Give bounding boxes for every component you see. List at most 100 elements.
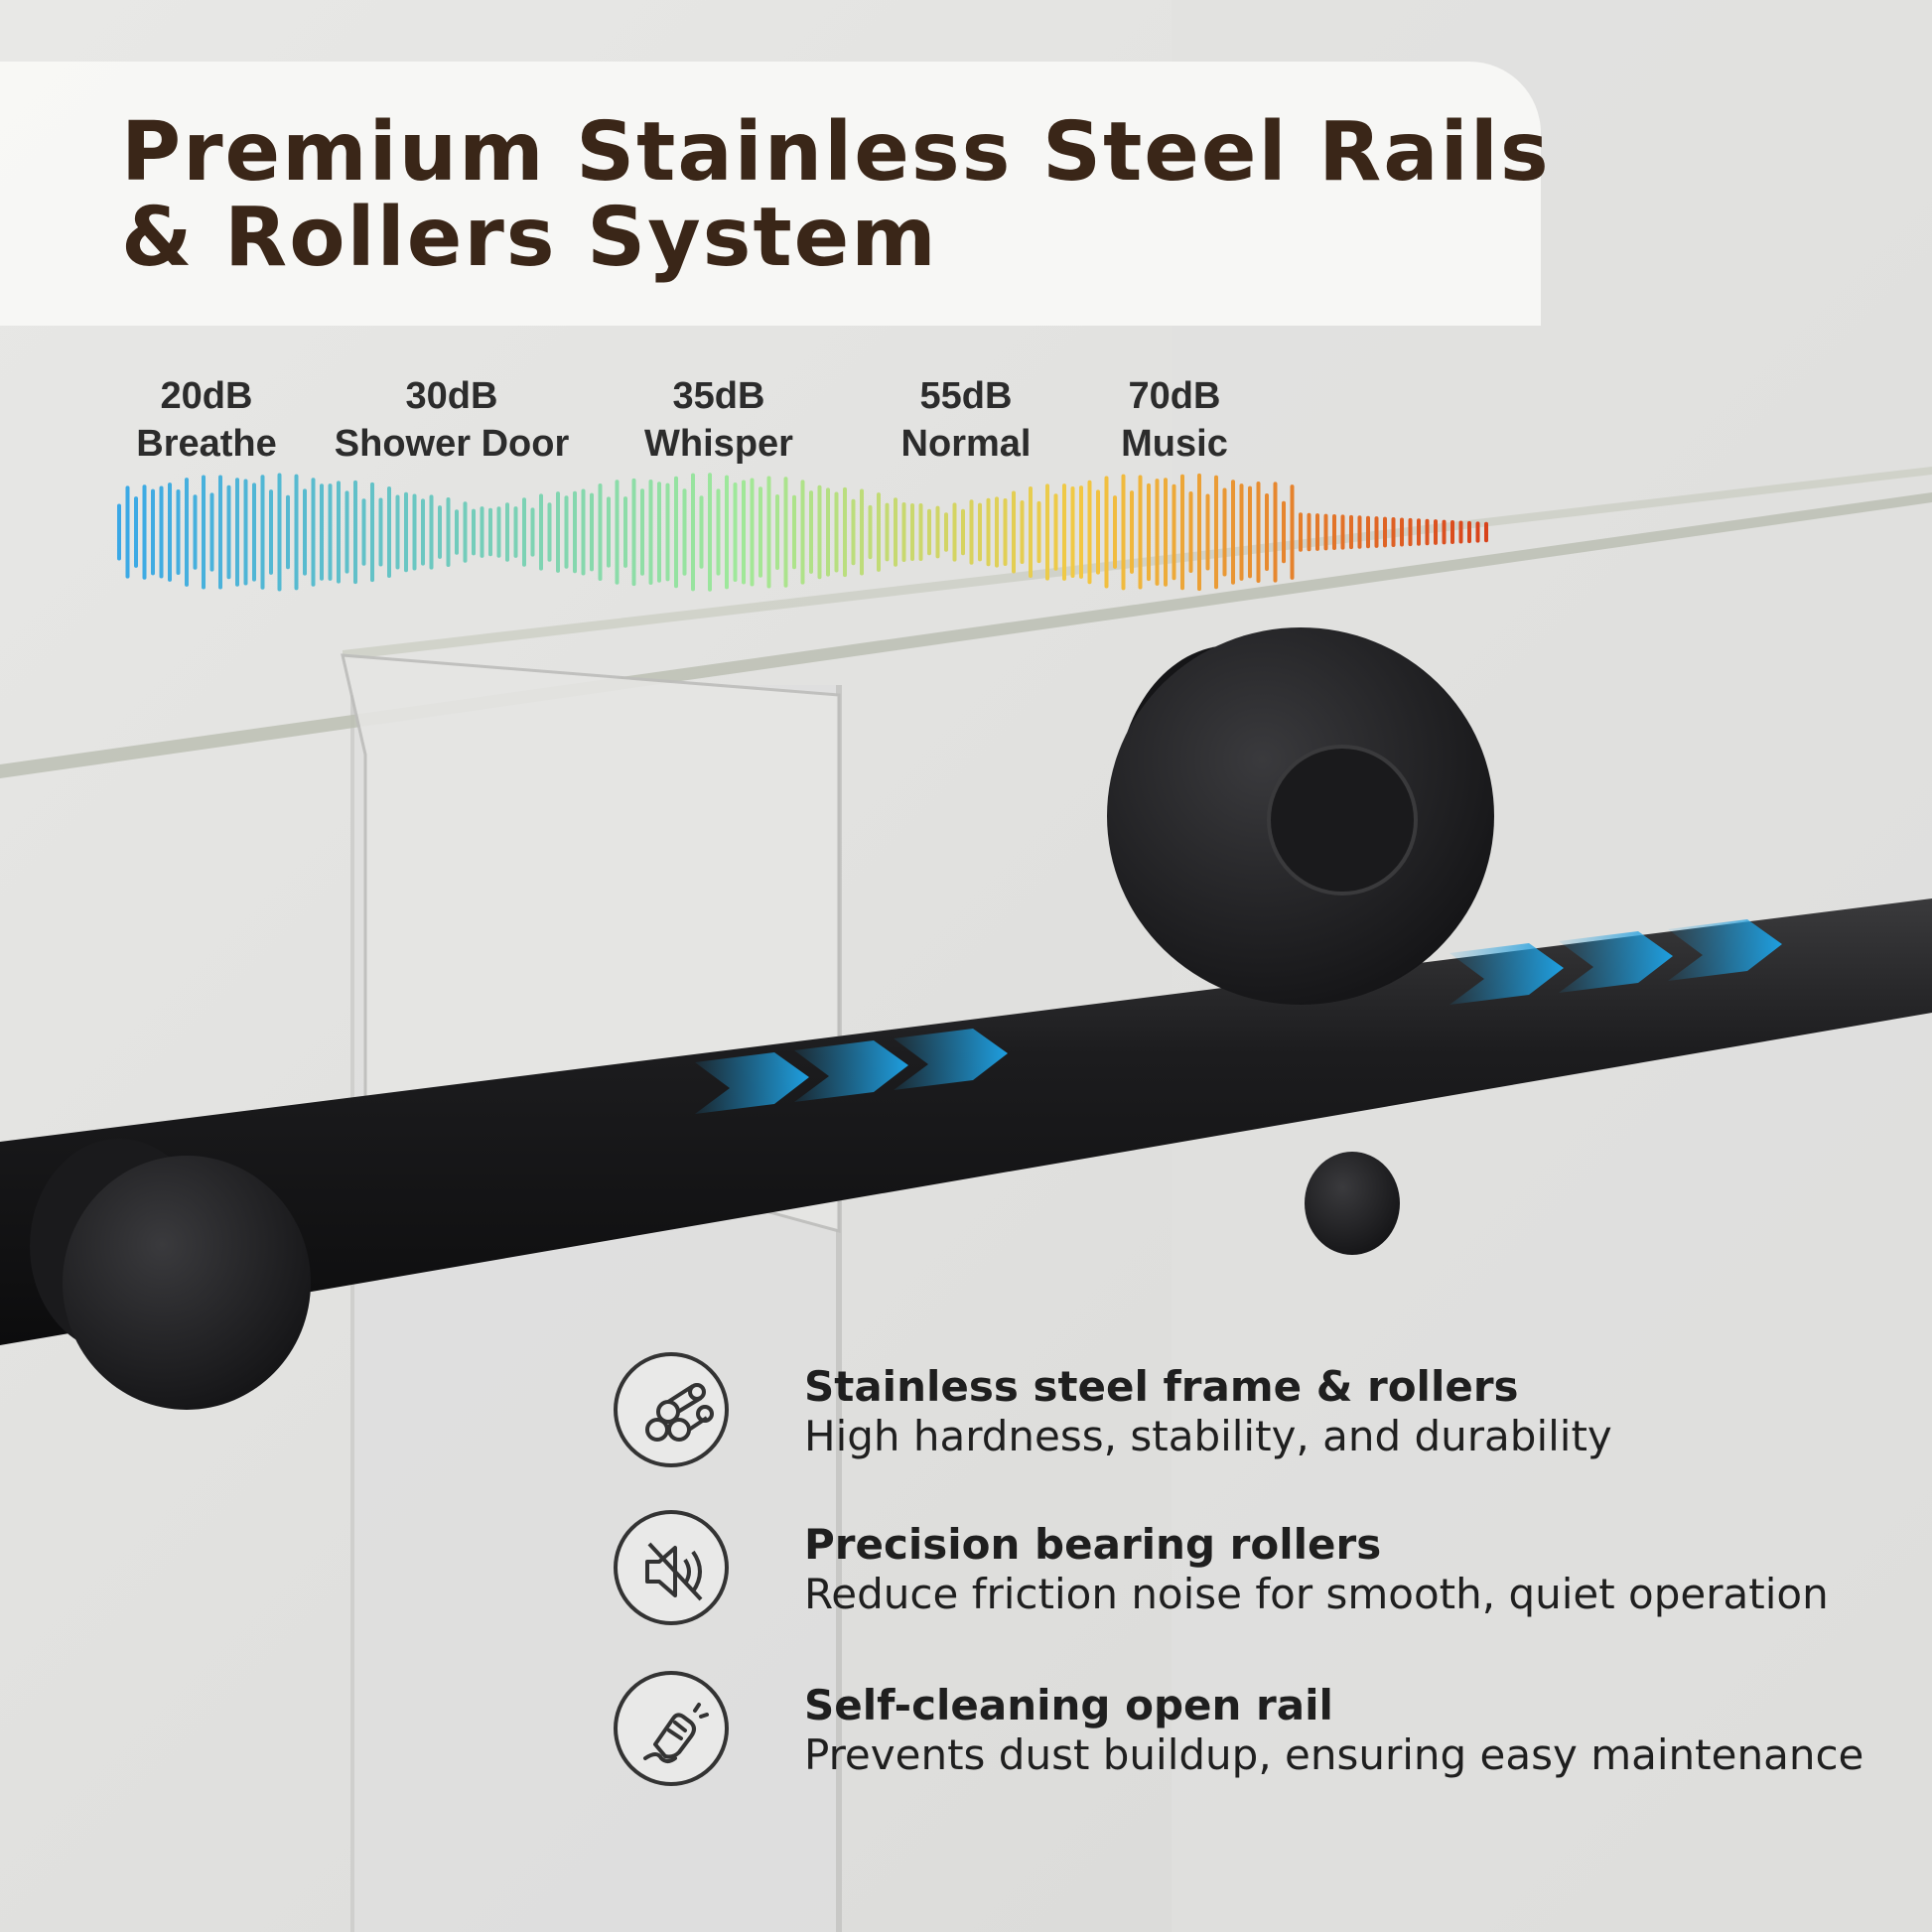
- wave-bar: [1062, 483, 1066, 581]
- wave-bar: [421, 498, 425, 566]
- wave-bar: [1147, 483, 1151, 582]
- noise-db-value: 35dB: [672, 375, 765, 417]
- wave-bar: [623, 496, 627, 568]
- wave-bar: [252, 483, 256, 582]
- wave-bar: [1408, 517, 1413, 547]
- wave-bar: [446, 497, 451, 567]
- wave-bar: [935, 505, 940, 559]
- steel-rods-icon: [614, 1352, 729, 1467]
- wave-bar: [1484, 521, 1488, 543]
- wave-bar: [843, 486, 847, 578]
- wave-bar: [1340, 514, 1345, 550]
- wave-bar: [877, 492, 881, 572]
- wave-bar: [1442, 519, 1447, 545]
- wave-bar: [176, 488, 181, 576]
- wave-bar: [759, 486, 762, 578]
- wave-bar: [665, 483, 670, 582]
- page-title-line-2: & Rollers System: [121, 191, 938, 285]
- wave-bar: [404, 491, 408, 573]
- wave-bar: [117, 503, 121, 561]
- wave-bar: [1121, 474, 1126, 591]
- wave-bar: [581, 488, 586, 576]
- wave-bar: [530, 507, 535, 557]
- wave-bar: [598, 483, 603, 582]
- wave-bar: [378, 497, 383, 567]
- wave-bar: [699, 495, 704, 569]
- noise-label-normal: 55dB Normal: [901, 373, 1032, 469]
- noise-label-breathe: 20dB Breathe: [136, 373, 277, 469]
- wave-bar: [496, 506, 501, 558]
- noise-label-whisper: 35dB Whisper: [644, 373, 793, 469]
- wave-bar: [918, 503, 923, 561]
- wave-bar: [1214, 475, 1218, 590]
- wave-bar: [885, 502, 890, 562]
- wave-bar: [716, 488, 721, 576]
- wave-bar: [910, 502, 914, 562]
- wave-bar: [1020, 500, 1025, 564]
- wave-bar: [547, 502, 552, 562]
- wave-bar: [320, 483, 324, 581]
- noise-db-name: Music: [1121, 423, 1228, 465]
- wave-bar: [927, 508, 931, 556]
- wave-bar: [631, 478, 636, 587]
- wave-bar: [1138, 475, 1143, 590]
- wave-bar: [1475, 521, 1480, 543]
- feature-title: Stainless steel frame & rollers: [804, 1362, 1519, 1411]
- wave-bar: [1315, 513, 1319, 551]
- wave-bar: [1467, 520, 1471, 544]
- wave-bar: [1222, 487, 1227, 577]
- wave-bar: [303, 488, 307, 576]
- wave-bar: [564, 495, 569, 569]
- feature-steel-frame: Stainless steel frame & rollers High har…: [608, 1352, 1918, 1481]
- wave-bar: [1458, 520, 1463, 544]
- wave-bar: [1045, 483, 1049, 581]
- wave-bar: [235, 478, 239, 587]
- wave-bar: [792, 494, 796, 570]
- wave-bar: [733, 483, 738, 582]
- noise-db-name: Shower Door: [334, 423, 570, 465]
- wave-bar: [294, 474, 299, 591]
- wave-bar: [615, 480, 620, 585]
- wave-bar: [978, 502, 982, 562]
- noise-db-value: 30dB: [405, 375, 498, 417]
- wave-bar: [640, 488, 644, 576]
- wave-bar: [277, 473, 282, 592]
- wave-bar: [860, 488, 864, 576]
- wave-bar: [1256, 482, 1261, 583]
- wave-bar: [345, 490, 349, 574]
- wave-bar: [573, 490, 577, 574]
- wave-bar: [1332, 513, 1336, 551]
- wave-bar: [648, 480, 653, 585]
- noise-db-value: 20dB: [160, 375, 253, 417]
- wave-bar: [657, 482, 661, 583]
- wave-bar: [952, 502, 957, 562]
- wave-bar: [370, 482, 374, 583]
- wave-bar: [1113, 495, 1117, 569]
- wave-bar: [766, 476, 771, 589]
- wave-bar: [1036, 500, 1041, 564]
- wave-bar: [539, 493, 543, 571]
- glass-top-edge-2: [343, 467, 1932, 660]
- wave-bar: [775, 493, 779, 571]
- wave-bar: [986, 497, 991, 567]
- wave-bar: [1417, 518, 1421, 546]
- wave-bar: [1290, 484, 1295, 580]
- wave-bar: [395, 494, 400, 570]
- mute-speaker-icon: [614, 1510, 729, 1625]
- wave-bar: [1104, 476, 1109, 589]
- wave-bar: [1155, 479, 1160, 586]
- feature-self-cleaning: Self-cleaning open rail Prevents dust bu…: [608, 1671, 1918, 1800]
- feature-description: Prevents dust buildup, ensuring easy mai…: [804, 1730, 1864, 1779]
- wave-bar: [826, 487, 830, 577]
- wave-bar: [1205, 493, 1210, 571]
- wave-bar: [159, 485, 164, 579]
- wave-bar: [708, 473, 712, 592]
- wave-bar: [1003, 497, 1008, 567]
- noise-db-name: Whisper: [644, 423, 793, 465]
- wave-bar: [1164, 478, 1168, 587]
- wave-bar: [1391, 517, 1396, 547]
- wave-bar: [1265, 493, 1269, 571]
- wave-bar: [1349, 514, 1353, 550]
- direction-arrows-right: [1449, 919, 1782, 1005]
- wave-bar: [783, 477, 788, 588]
